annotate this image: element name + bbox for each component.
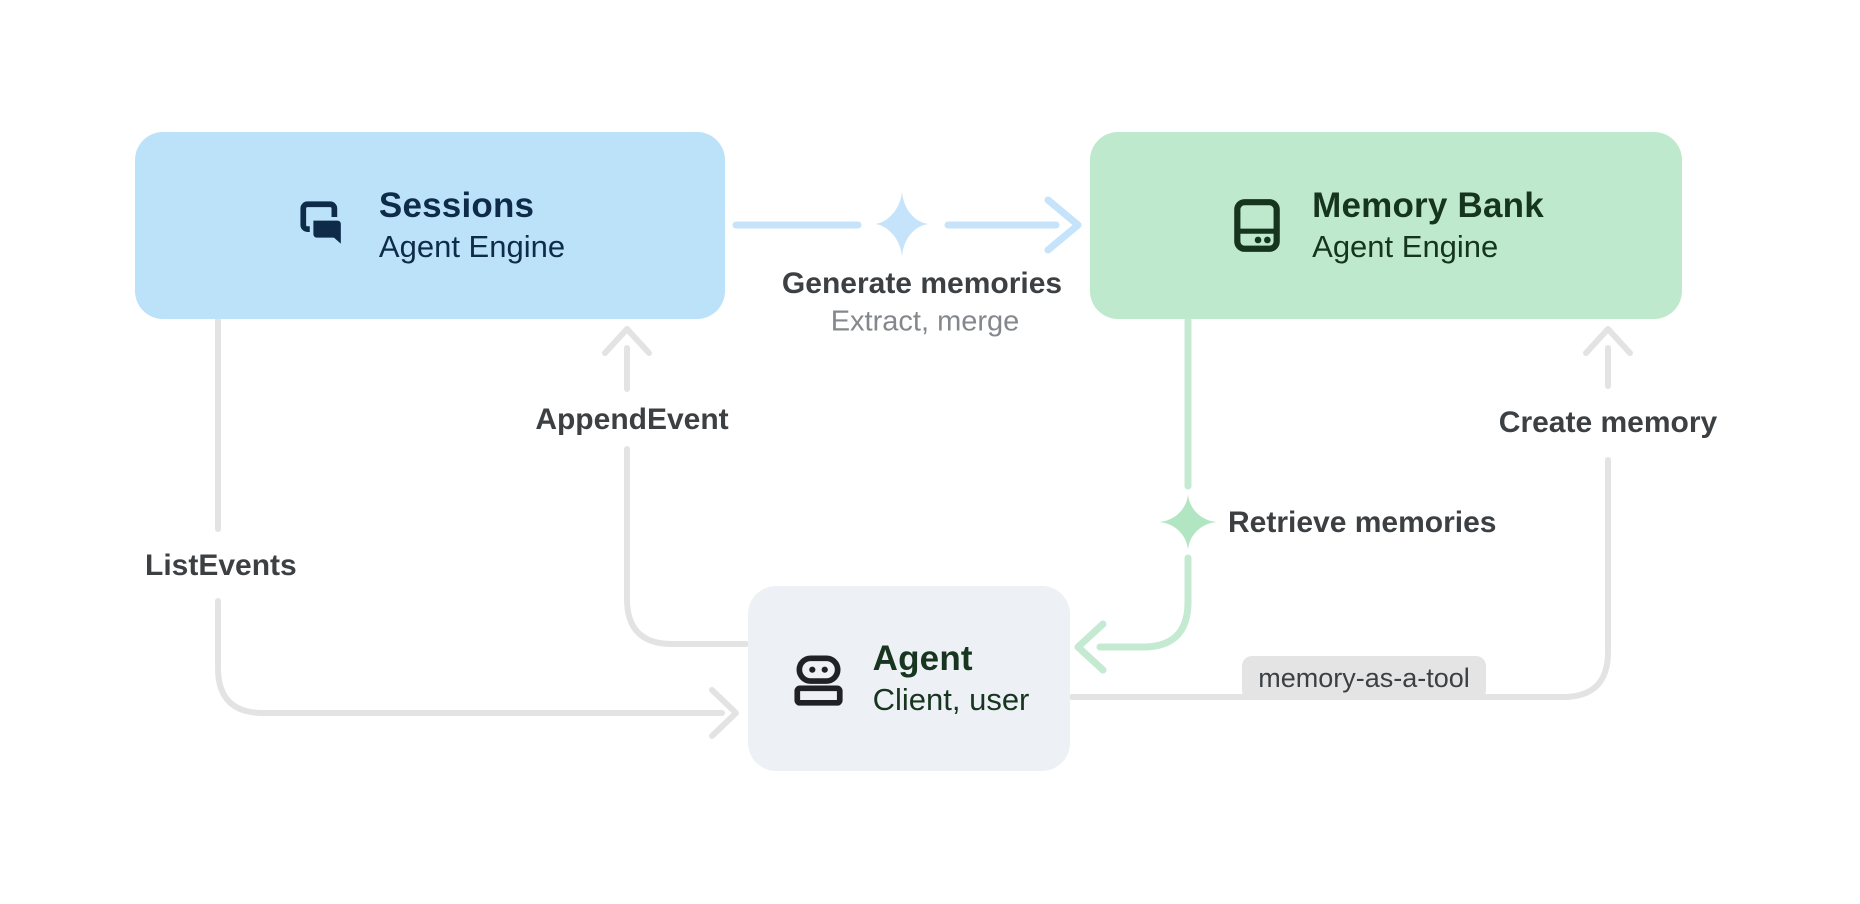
node-title: Sessions (378, 186, 535, 226)
robot-icon (789, 650, 847, 708)
edge-create-memory (1069, 326, 1633, 700)
node-subtitle: Client, user (872, 681, 1030, 717)
node-subtitle: Agent Engine (378, 228, 566, 264)
label-generate-memories: Generate memories (781, 267, 1063, 300)
node-sessions: Sessions Agent Engine (135, 132, 725, 319)
forum-icon (295, 197, 353, 255)
sparkle-icon (875, 191, 929, 257)
node-title: Agent (872, 639, 973, 679)
label-extract-merge: Extract, merge (830, 305, 1020, 338)
label-create-memory: Create memory (1498, 406, 1718, 439)
node-title: Memory Bank (1312, 186, 1544, 226)
edge-retrieve-memories (1074, 316, 1192, 674)
node-subtitle: Agent Engine (1312, 228, 1499, 264)
storage-icon (1228, 197, 1286, 255)
edge-append-event (602, 326, 749, 647)
badge-memory-as-a-tool: memory-as-a-tool (1242, 656, 1486, 700)
sparkle-icon (1159, 494, 1217, 550)
edge-list-events (215, 317, 739, 739)
label-retrieve-memories: Retrieve memories (1228, 506, 1497, 539)
edge-generate-memories (732, 196, 1082, 254)
node-agent: Agent Client, user (748, 586, 1070, 771)
label-list-events: ListEvents (145, 549, 297, 582)
label-append-event: AppendEvent (535, 403, 729, 436)
node-memory-bank: Memory Bank Agent Engine (1090, 132, 1682, 319)
